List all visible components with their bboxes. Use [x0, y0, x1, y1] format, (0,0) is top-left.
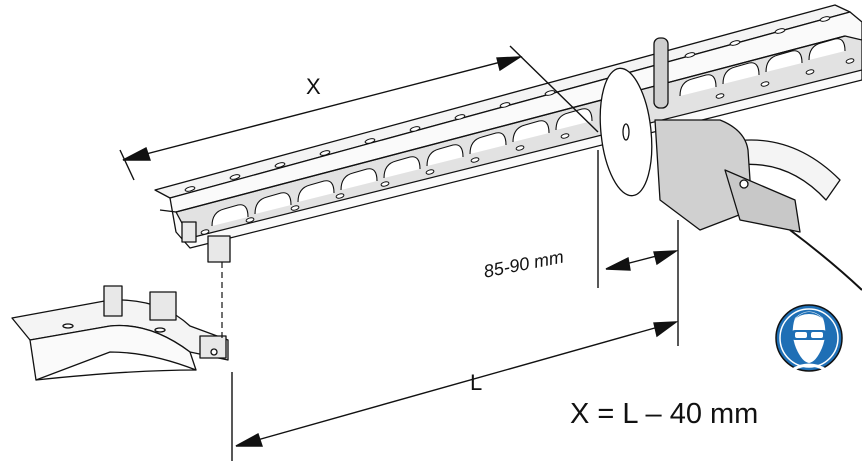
tray-rim-perforations [184, 16, 831, 192]
dimension-x [119, 45, 599, 181]
eye-protection-icon [775, 304, 843, 372]
dimension-length [231, 321, 679, 461]
cut-length-formula: X = L – 40 mm [570, 398, 759, 430]
tray-side-perforations [200, 58, 855, 235]
dimension-length-label: L [470, 370, 483, 395]
dimension-x-label: X [306, 74, 321, 99]
angle-grinder [599, 37, 862, 291]
tray-end-connector [181, 221, 231, 263]
cable-tray-bend [11, 285, 229, 381]
tray-bottom-slots [211, 38, 846, 227]
dimension-gap [597, 150, 679, 346]
cable-tray-straight [154, 4, 862, 263]
